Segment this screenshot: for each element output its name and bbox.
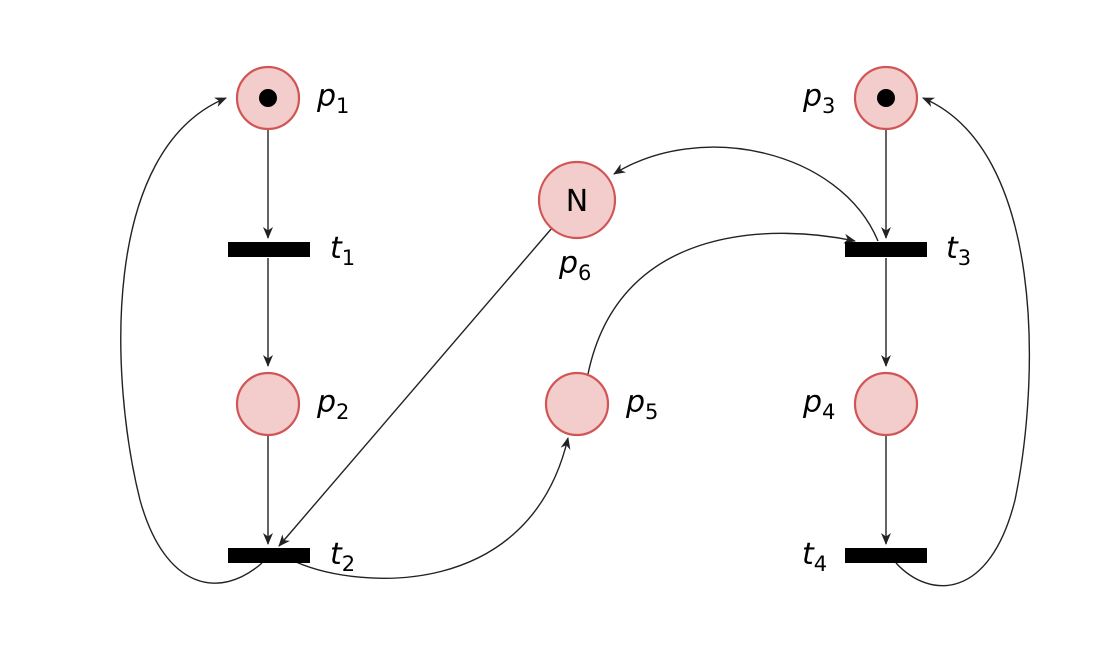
place-p2 — [235, 371, 301, 437]
labels-layer: p1 p2 p3 p4 p5 p6 t1 t2 t3 t4 — [316, 79, 971, 576]
label-t1: t1 — [330, 231, 355, 270]
place-p5 — [544, 371, 610, 437]
arc-t3-to-p6 — [613, 146, 879, 242]
arc-t2-to-p5 — [295, 437, 571, 579]
label-t3: t3 — [946, 231, 971, 270]
label-p3: p3 — [802, 79, 835, 118]
arcs-layer — [120, 97, 1031, 587]
transition-t4 — [845, 548, 927, 563]
transition-t1 — [228, 242, 310, 257]
label-p1: p1 — [316, 79, 349, 118]
token-p3 — [877, 89, 895, 107]
label-t4: t4 — [802, 537, 827, 576]
label-p6: p6 — [558, 246, 591, 285]
label-p2: p2 — [316, 385, 349, 424]
transitions-layer — [228, 242, 927, 563]
transition-t3 — [845, 242, 927, 257]
arc-p5-to-t3 — [587, 232, 856, 375]
token-p1 — [259, 89, 277, 107]
arc-p6-to-t2 — [278, 227, 553, 547]
transition-t2 — [228, 548, 310, 563]
label-t2: t2 — [330, 537, 355, 576]
label-p5: p5 — [625, 385, 658, 424]
arc-t4-to-p3 — [895, 97, 1031, 587]
tokens-layer: N — [259, 89, 895, 219]
token-count-p6: N — [566, 184, 588, 219]
place-p6 — [537, 160, 617, 240]
arc-t2-to-p1 — [120, 97, 263, 584]
label-p4: p4 — [802, 385, 835, 424]
place-p4 — [853, 371, 919, 437]
